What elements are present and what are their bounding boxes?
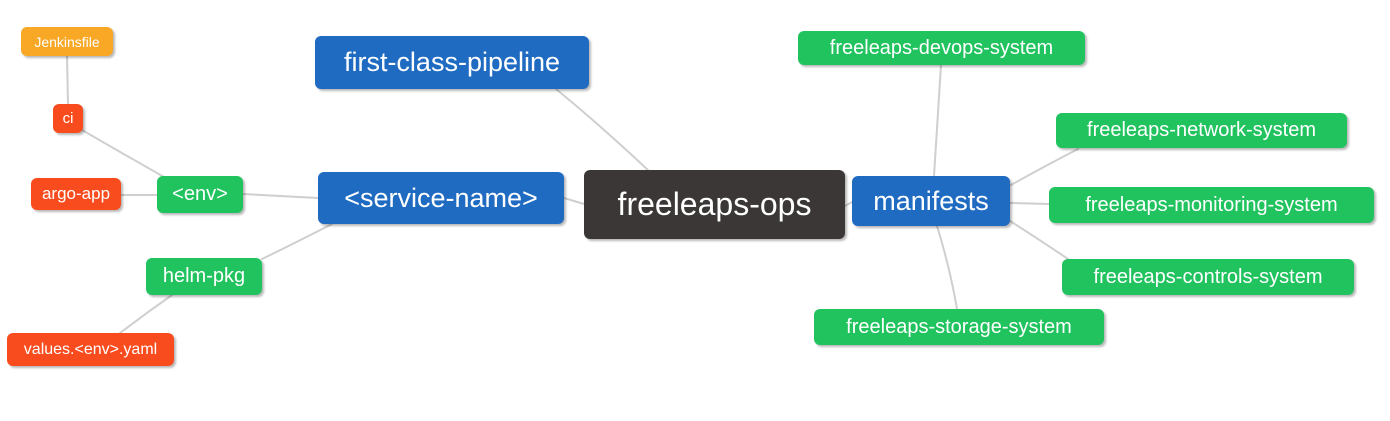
node-ci[interactable]: ci bbox=[53, 104, 83, 133]
node-manifests[interactable]: manifests bbox=[852, 176, 1010, 226]
edge-manifests-network bbox=[1010, 148, 1079, 186]
node-freeleaps-network-system[interactable]: freeleaps-network-system bbox=[1056, 113, 1347, 148]
edge-service-name-helm-pkg bbox=[261, 223, 333, 260]
node-env[interactable]: <env> bbox=[157, 176, 243, 213]
edge-manifests-storage bbox=[936, 225, 958, 310]
edge-jenkinsfile-ci bbox=[66, 55, 69, 105]
edge-ci-env bbox=[81, 129, 165, 178]
edge-service-name-root bbox=[563, 197, 585, 205]
edge-root-manifests bbox=[844, 201, 853, 207]
edge-fcp-root bbox=[555, 88, 650, 172]
node-jenkinsfile[interactable]: Jenkinsfile bbox=[21, 27, 113, 56]
node-values-env-yaml[interactable]: values.<env>.yaml bbox=[7, 333, 174, 366]
edge-manifests-controls bbox=[1009, 220, 1069, 260]
node-first-class-pipeline[interactable]: first-class-pipeline bbox=[315, 36, 589, 89]
node-freeleaps-controls-system[interactable]: freeleaps-controls-system bbox=[1062, 259, 1354, 295]
node-freeleaps-ops[interactable]: freeleaps-ops bbox=[584, 170, 845, 239]
node-freeleaps-monitoring-system[interactable]: freeleaps-monitoring-system bbox=[1049, 187, 1374, 223]
edge-manifests-monitoring bbox=[1009, 202, 1050, 205]
edge-helm-pkg-values bbox=[119, 294, 173, 334]
node-freeleaps-devops-system[interactable]: freeleaps-devops-system bbox=[798, 31, 1085, 65]
node-service-name[interactable]: <service-name> bbox=[318, 172, 564, 224]
node-freeleaps-storage-system[interactable]: freeleaps-storage-system bbox=[814, 309, 1104, 345]
node-helm-pkg[interactable]: helm-pkg bbox=[146, 258, 262, 295]
edge-env-service-name bbox=[242, 193, 319, 199]
node-argo-app[interactable]: argo-app bbox=[31, 178, 121, 210]
edge-manifests-devops bbox=[933, 64, 942, 177]
